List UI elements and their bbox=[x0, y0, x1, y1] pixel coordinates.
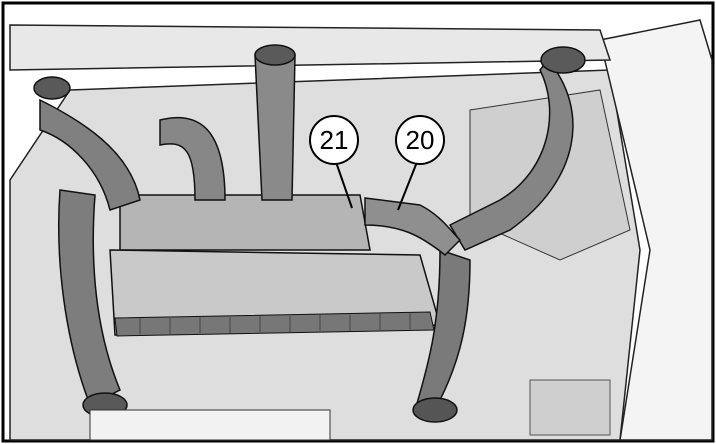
center-elbow-duct bbox=[159, 116, 226, 201]
callout-20-label: 20 bbox=[406, 125, 435, 155]
callout-20: 20 bbox=[395, 115, 445, 165]
bottom-panel bbox=[89, 409, 331, 441]
center-vertical-duct bbox=[254, 54, 296, 201]
left-intake-duct bbox=[39, 98, 141, 211]
callout-20-leader bbox=[397, 161, 418, 211]
right-fender-panel bbox=[599, 19, 713, 441]
intake-duct-upper bbox=[448, 58, 574, 251]
top-crossmember bbox=[9, 24, 612, 71]
left-down-duct bbox=[58, 189, 121, 407]
floor-vent-grille bbox=[529, 379, 611, 436]
callout-21-label: 21 bbox=[320, 125, 349, 155]
duct-outlet-opening bbox=[412, 397, 458, 423]
left-duct-top bbox=[33, 76, 71, 100]
callout-21-leader bbox=[335, 161, 353, 209]
duct-connector bbox=[364, 197, 462, 257]
air-intake-housing bbox=[119, 194, 371, 251]
duct-inlet-opening bbox=[540, 46, 586, 74]
center-duct-opening bbox=[254, 44, 296, 66]
callout-21: 21 bbox=[309, 115, 359, 165]
